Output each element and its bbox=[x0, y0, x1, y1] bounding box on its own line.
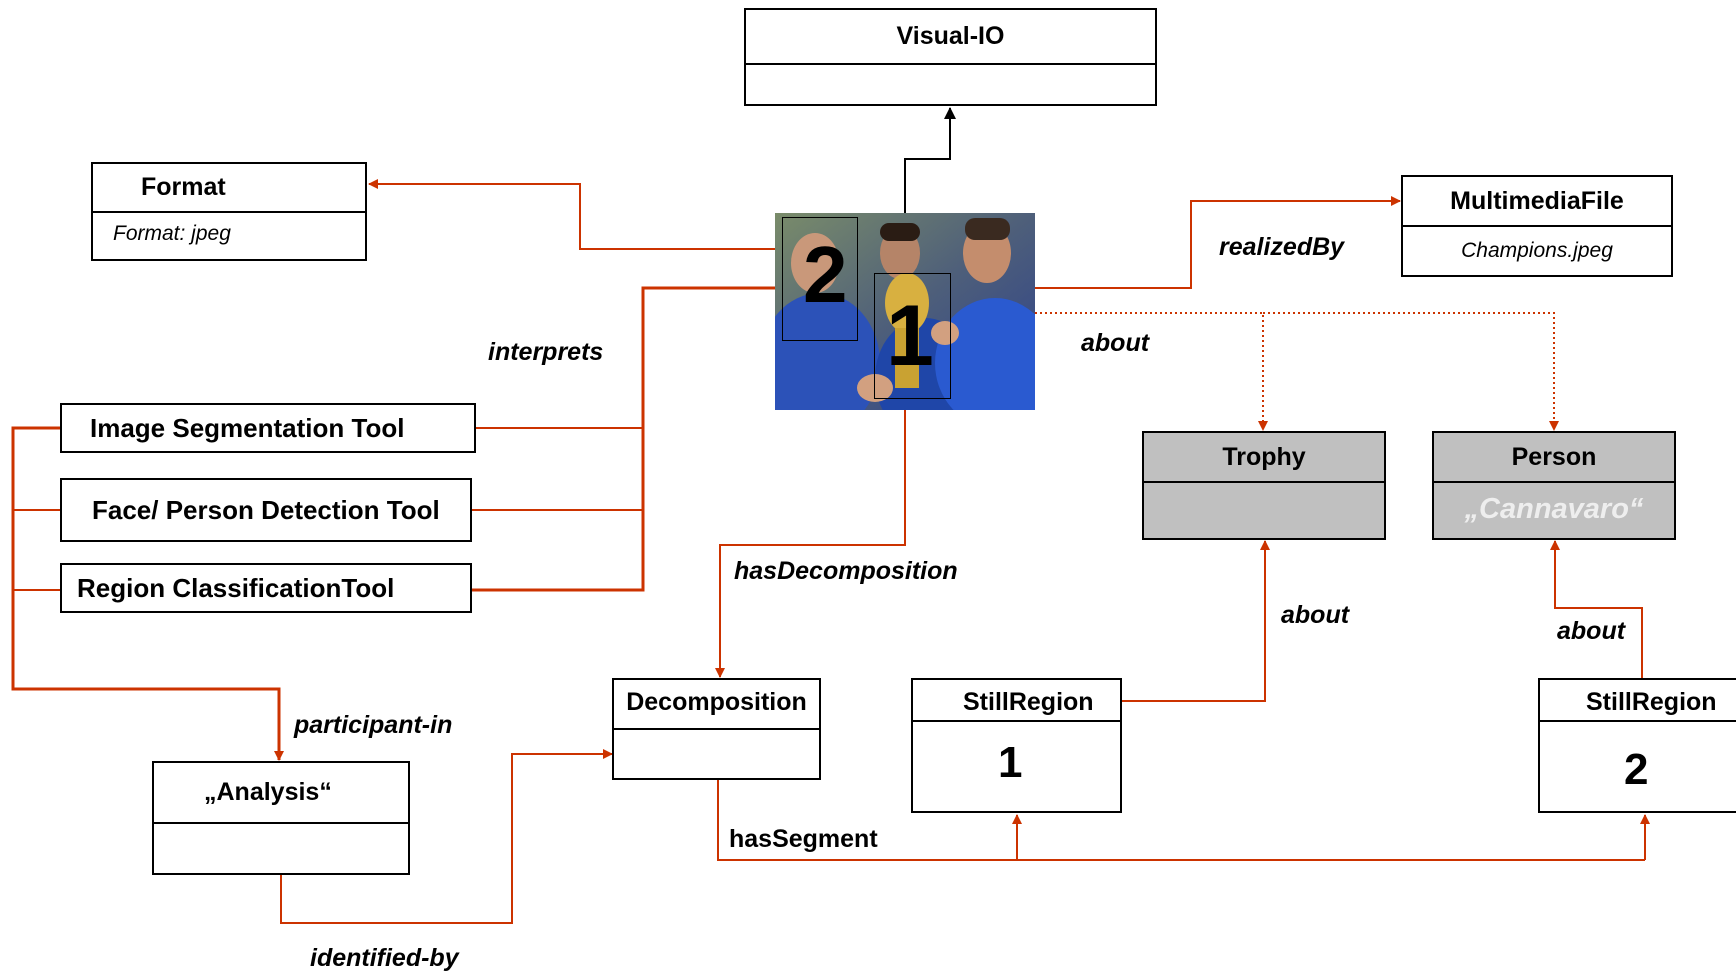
visual-io-title: Visual-IO bbox=[746, 10, 1155, 65]
decomposition-class[interactable]: Decomposition bbox=[612, 678, 821, 780]
still-region-2-title: StillRegion bbox=[1540, 680, 1736, 722]
region-classification-tool[interactable]: Region ClassificationTool bbox=[60, 563, 472, 613]
has-segment-label: hasSegment bbox=[729, 825, 878, 853]
still-region-1-body: 1 bbox=[998, 738, 1023, 787]
has-decomposition-label: hasDecomposition bbox=[734, 557, 958, 585]
person-class[interactable]: Person „Cannavaro“ bbox=[1432, 431, 1676, 540]
analysis-class[interactable]: „Analysis“ bbox=[152, 761, 410, 875]
person-title: Person bbox=[1434, 433, 1674, 483]
identified-by-label: identified-by bbox=[310, 944, 459, 972]
interprets-line bbox=[471, 286, 775, 592]
multimedia-file-title: MultimediaFile bbox=[1403, 177, 1671, 227]
trophy-body bbox=[1144, 481, 1384, 538]
region-1-box bbox=[874, 273, 951, 399]
analysis-title: „Analysis“ bbox=[154, 763, 408, 824]
region-1-label: 1 bbox=[886, 288, 934, 384]
still-region-2-body: 2 bbox=[1624, 745, 1649, 794]
realized-by-arrow bbox=[1035, 196, 1401, 289]
analysis-body bbox=[154, 822, 408, 873]
subclass-arrow bbox=[904, 107, 956, 213]
trophy-title: Trophy bbox=[1144, 433, 1384, 483]
still-region-1-title: StillRegion bbox=[913, 680, 1120, 722]
about-person-label: about bbox=[1557, 617, 1626, 645]
face-person-detection-tool[interactable]: Face/ Person Detection Tool bbox=[60, 478, 472, 542]
about-trophy-arrow bbox=[1122, 540, 1270, 702]
decomposition-title: Decomposition bbox=[614, 680, 819, 730]
visual-io-class[interactable]: Visual-IO bbox=[744, 8, 1157, 106]
visual-io-body bbox=[746, 63, 1155, 104]
image-segmentation-tool[interactable]: Image Segmentation Tool bbox=[60, 403, 476, 453]
multimedia-file-body: Champions.jpeg bbox=[1461, 239, 1613, 262]
has-segment-line bbox=[717, 780, 1645, 861]
still-region-1-class[interactable]: StillRegion 1 bbox=[911, 678, 1122, 813]
still-region-2-class[interactable]: StillRegion 2 bbox=[1538, 678, 1736, 813]
about-person-dotted-arrow bbox=[1263, 312, 1559, 431]
identified-by-arrow bbox=[280, 749, 613, 924]
region-2-box bbox=[782, 217, 858, 341]
realized-by-label: realizedBy bbox=[1219, 233, 1345, 261]
has-decomposition-arrow bbox=[715, 410, 906, 678]
about-top-label: about bbox=[1081, 329, 1150, 357]
decomposition-body bbox=[614, 728, 819, 778]
format-body: Format: jpeg bbox=[113, 222, 231, 245]
interprets-label: interprets bbox=[488, 338, 604, 366]
region-2-label: 2 bbox=[803, 230, 848, 319]
about-trophy-label: about bbox=[1281, 601, 1350, 629]
about-person-arrow bbox=[1550, 540, 1643, 678]
participant-bracket bbox=[11, 426, 284, 761]
multimedia-file-class[interactable]: MultimediaFile Champions.jpeg bbox=[1401, 175, 1673, 277]
person-body: „Cannavaro“ bbox=[1464, 493, 1644, 525]
champions-photo: 2 1 bbox=[775, 213, 1035, 410]
format-arrow bbox=[368, 179, 775, 250]
about-trophy-dotted-arrow bbox=[1035, 312, 1268, 431]
format-title: Format bbox=[93, 164, 365, 213]
trophy-class[interactable]: Trophy bbox=[1142, 431, 1386, 540]
format-class[interactable]: Format Format: jpeg bbox=[91, 162, 367, 261]
participant-in-label: participant-in bbox=[294, 711, 453, 739]
